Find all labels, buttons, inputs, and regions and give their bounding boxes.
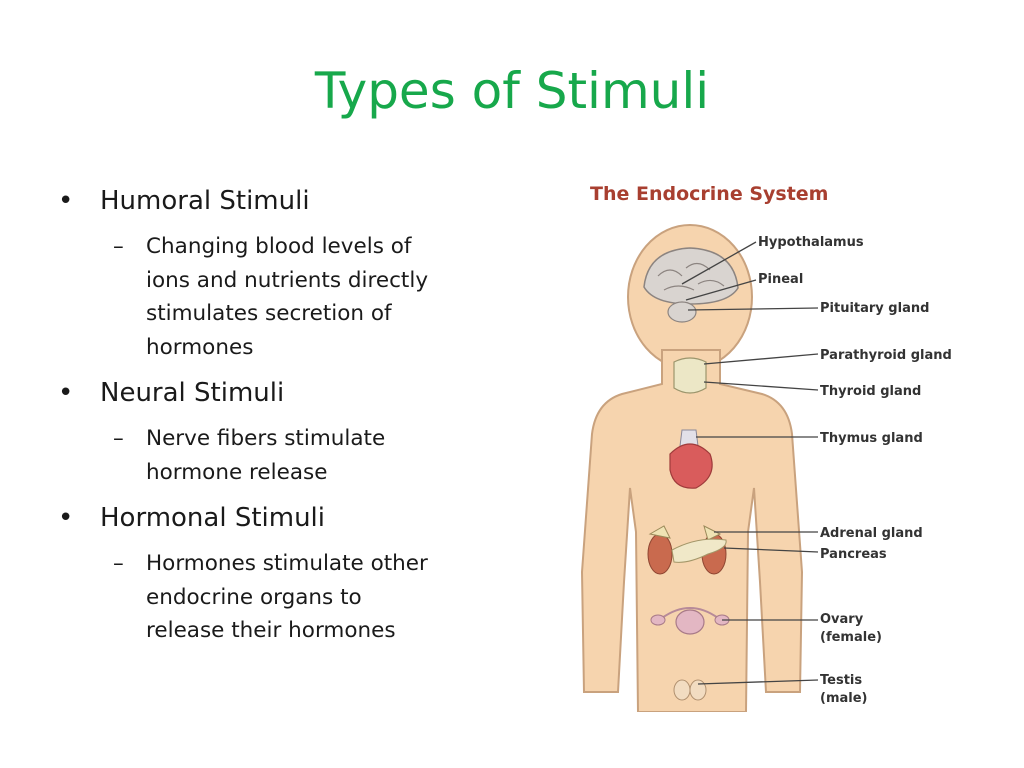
leader-lines xyxy=(681,241,819,685)
heart-icon xyxy=(669,443,713,489)
bullet-text: Neural Stimuli xyxy=(100,378,285,408)
label-hypothalamus: Hypothalamus xyxy=(758,235,864,250)
bullet-marker: • xyxy=(58,378,74,408)
endocrine-system-figure: The Endocrine System xyxy=(578,172,988,713)
label-testis-male: (male) xyxy=(820,691,867,706)
testis-icon xyxy=(673,679,707,701)
label-thymus-gland: Thymus gland xyxy=(820,431,923,446)
brain-icon xyxy=(643,247,739,323)
label-parathyroid-gland: Parathyroid gland xyxy=(820,348,952,363)
bullet-text: Humoral Stimuli xyxy=(100,186,310,216)
sub-bullet-marker: – xyxy=(113,426,124,451)
slide-title: Types of Stimuli xyxy=(314,62,710,120)
ovary-icon xyxy=(650,607,730,635)
sub-bullet-line: Changing blood levels of xyxy=(146,234,412,259)
label-pancreas: Pancreas xyxy=(820,547,887,562)
pancreas-icon xyxy=(671,538,727,563)
endocrine-diagram: Hypothalamus Pineal Pituitary gland Para… xyxy=(580,224,952,713)
label-pituitary-gland: Pituitary gland xyxy=(820,301,929,316)
kidney-icon xyxy=(647,533,673,575)
sub-bullet-line: ions and nutrients directly xyxy=(146,267,429,293)
label-pineal: Pineal xyxy=(758,272,803,287)
bullet-text: Hormonal Stimuli xyxy=(100,503,325,533)
sub-bullet-marker: – xyxy=(113,551,124,576)
sub-bullet-line: hormones xyxy=(146,334,254,360)
bullet-neural-stimuli: • Neural Stimuli xyxy=(58,376,498,410)
sub-bullet-hormonal: – Hormones stimulate other endocrine org… xyxy=(58,547,498,648)
bullet-list: • Humoral Stimuli – Changing blood level… xyxy=(58,184,498,648)
thyroid-icon xyxy=(673,357,707,394)
sub-bullet-neural: – Nerve fibers stimulate hormone release xyxy=(58,422,498,489)
sub-bullet-line: Nerve fibers stimulate xyxy=(146,426,386,451)
label-thyroid-gland: Thyroid gland xyxy=(820,384,921,399)
sub-bullet-line: Hormones stimulate other xyxy=(146,551,428,576)
bullet-marker: • xyxy=(58,186,74,216)
bullet-humoral-stimuli: • Humoral Stimuli xyxy=(58,184,498,218)
sub-bullet-marker: – xyxy=(113,234,124,259)
label-adrenal-gland: Adrenal gland xyxy=(820,526,923,541)
sub-bullet-line: release their hormones xyxy=(146,618,396,643)
sub-bullet-humoral: – Changing blood levels of ions and nutr… xyxy=(58,230,498,364)
sub-bullet-line: endocrine organs to xyxy=(146,584,362,610)
sub-bullet-line: stimulates secretion of xyxy=(146,301,392,326)
figure-title: The Endocrine System xyxy=(590,183,829,205)
label-ovary: Ovary xyxy=(820,612,864,627)
adrenal-gland-icon xyxy=(648,525,722,541)
bullet-hormonal-stimuli: • Hormonal Stimuli xyxy=(58,501,498,535)
sub-bullet-line: hormone release xyxy=(146,459,328,485)
label-testis: Testis xyxy=(820,673,862,688)
bullet-marker: • xyxy=(58,503,74,533)
label-ovary-female: (female) xyxy=(820,630,882,645)
